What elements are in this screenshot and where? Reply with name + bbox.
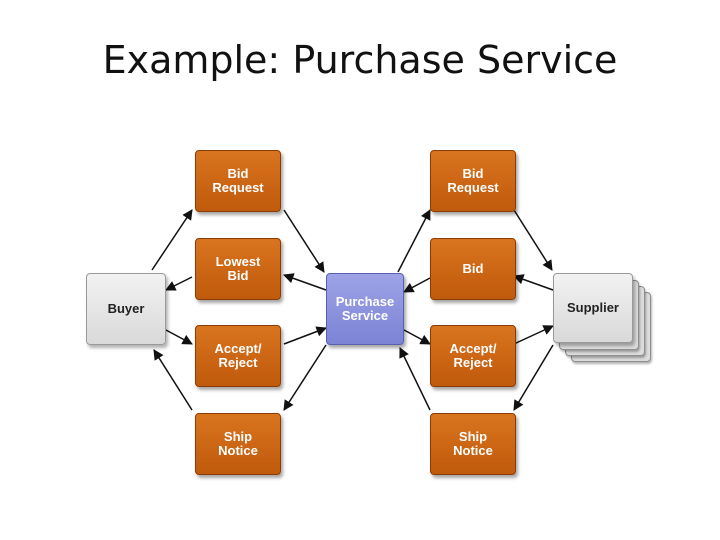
buyer-label: Buyer	[107, 301, 145, 316]
arrow-buyer-to-accept-reject	[165, 329, 193, 345]
arrow-service-to-lowest-bid	[283, 273, 327, 291]
page-title: Example: Purchase Service	[102, 38, 618, 82]
accept-reject-box-left: Accept/ Reject	[195, 325, 281, 387]
arrow-buyer-to-bid-request	[151, 209, 193, 271]
arrow-supplier-to-bid	[513, 274, 554, 291]
arrow-accept-reject-to-supplier	[513, 325, 554, 345]
lowest-bid-label: Lowest Bid	[215, 254, 261, 283]
bid-request-box-left: Bid Request	[195, 150, 281, 212]
arrow-supplier-to-ship-notice	[513, 344, 554, 411]
arrow-lowest-bid-to-buyer	[165, 276, 193, 291]
arrow-service-to-bid-request-right	[397, 209, 431, 273]
bid-label: Bid	[462, 261, 484, 276]
arrow-accept-reject-to-service	[283, 326, 327, 345]
arrow-service-to-ship-notice	[283, 344, 327, 411]
ship-notice-label-left: Ship Notice	[218, 429, 258, 458]
ship-notice-box-right: Ship Notice	[430, 413, 516, 475]
bid-request-label-left: Bid Request	[212, 166, 264, 195]
buyer-box: Buyer	[86, 273, 166, 345]
accept-reject-label-right: Accept/ Reject	[449, 341, 497, 370]
arrow-service-to-accept-reject-right	[403, 329, 431, 345]
bid-request-label-right: Bid Request	[447, 166, 499, 195]
arrow-ship-notice-to-service	[399, 347, 431, 411]
purchase-service-label: Purchase Service	[335, 294, 395, 323]
accept-reject-label-left: Accept/ Reject	[214, 341, 262, 370]
arrow-bid-request-to-supplier	[513, 209, 553, 271]
purchase-service-box: Purchase Service	[326, 273, 404, 345]
ship-notice-label-right: Ship Notice	[453, 429, 493, 458]
arrow-bid-request-to-service	[283, 209, 325, 273]
bid-box: Bid	[430, 238, 516, 300]
bid-request-box-right: Bid Request	[430, 150, 516, 212]
supplier-box: Supplier	[553, 273, 633, 343]
arrow-ship-notice-to-buyer	[153, 349, 193, 411]
arrow-bid-to-service	[403, 277, 431, 293]
ship-notice-box-left: Ship Notice	[195, 413, 281, 475]
supplier-label: Supplier	[566, 300, 619, 315]
lowest-bid-box: Lowest Bid	[195, 238, 281, 300]
accept-reject-box-right: Accept/ Reject	[430, 325, 516, 387]
